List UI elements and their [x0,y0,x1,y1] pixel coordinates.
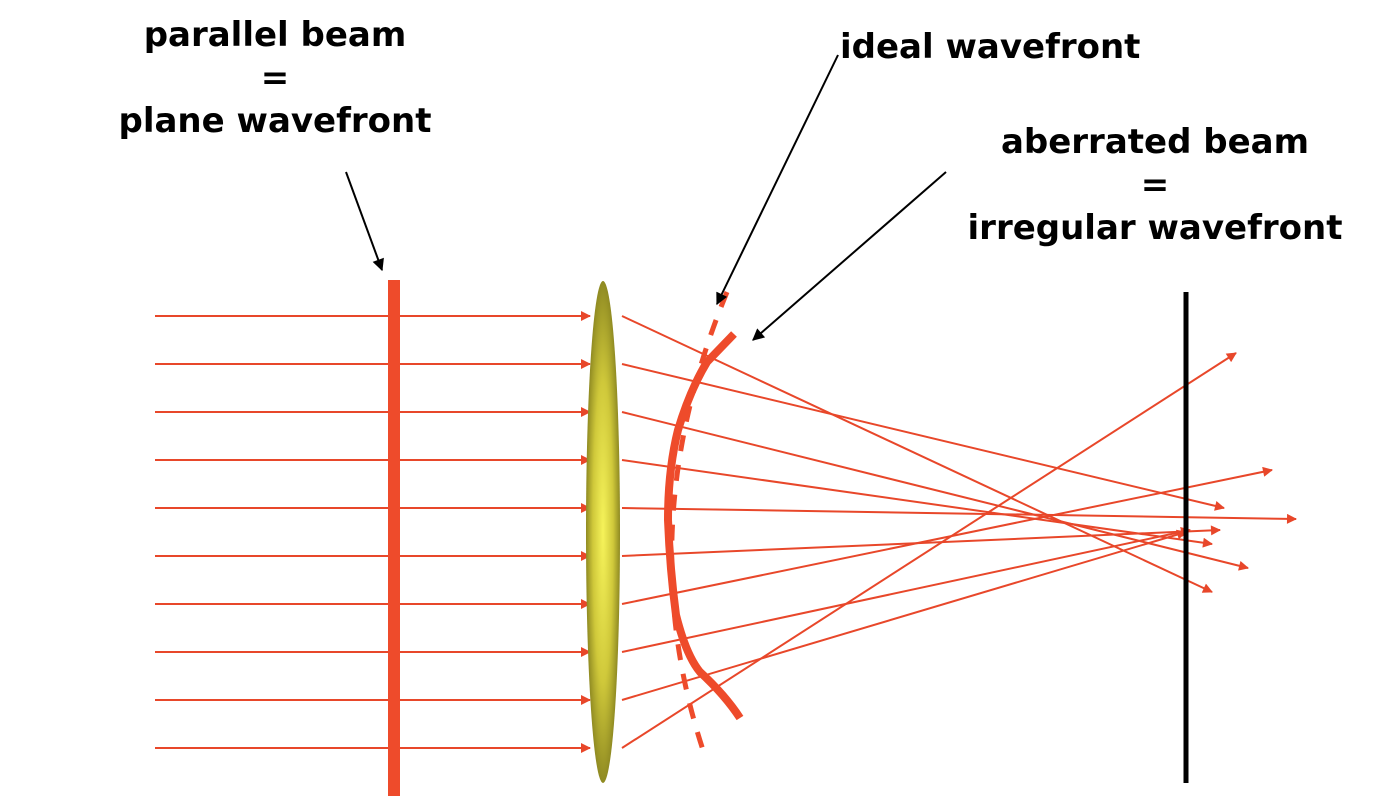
refracted-ray-7 [621,466,1273,605]
label-parallel-beam-line3: plane wavefront [118,101,432,141]
label-parallel-beam-line2: = [260,58,290,98]
refracted-ray-5 [621,507,1297,524]
label-parallel-beam-line1: parallel beam [143,15,407,55]
pointer-arrow-plane-wavefront [345,171,384,272]
label-aberrated-beam-line3: irregular wavefront [967,208,1343,248]
label-aberrated-beam-line2: = [1140,165,1170,205]
label-ideal-wavefront: ideal wavefront [840,27,1141,67]
plane-wavefront [388,280,400,796]
ideal-wavefront-dashed [669,291,730,751]
incoming-parallel-rays [155,311,591,753]
refracted-ray-2 [621,363,1225,511]
refracted-ray-10 [621,352,1237,749]
refracted-ray-9 [621,529,1187,701]
pointer-arrow-ideal-wavefront [716,54,839,306]
label-parallel-beam: parallel beam = plane wavefront [90,14,460,143]
pointer-arrow-aberrated-beam [752,171,947,341]
refracted-ray-4 [621,459,1213,548]
aberrated-wavefront [664,331,744,721]
label-aberrated-beam: aberrated beam = irregular wavefront [940,121,1370,250]
refracted-rays [621,315,1297,749]
refracted-ray-8 [621,527,1191,653]
label-aberrated-beam-line1: aberrated beam [1000,122,1310,162]
refracted-ray-3 [621,411,1249,571]
lens [586,281,620,783]
